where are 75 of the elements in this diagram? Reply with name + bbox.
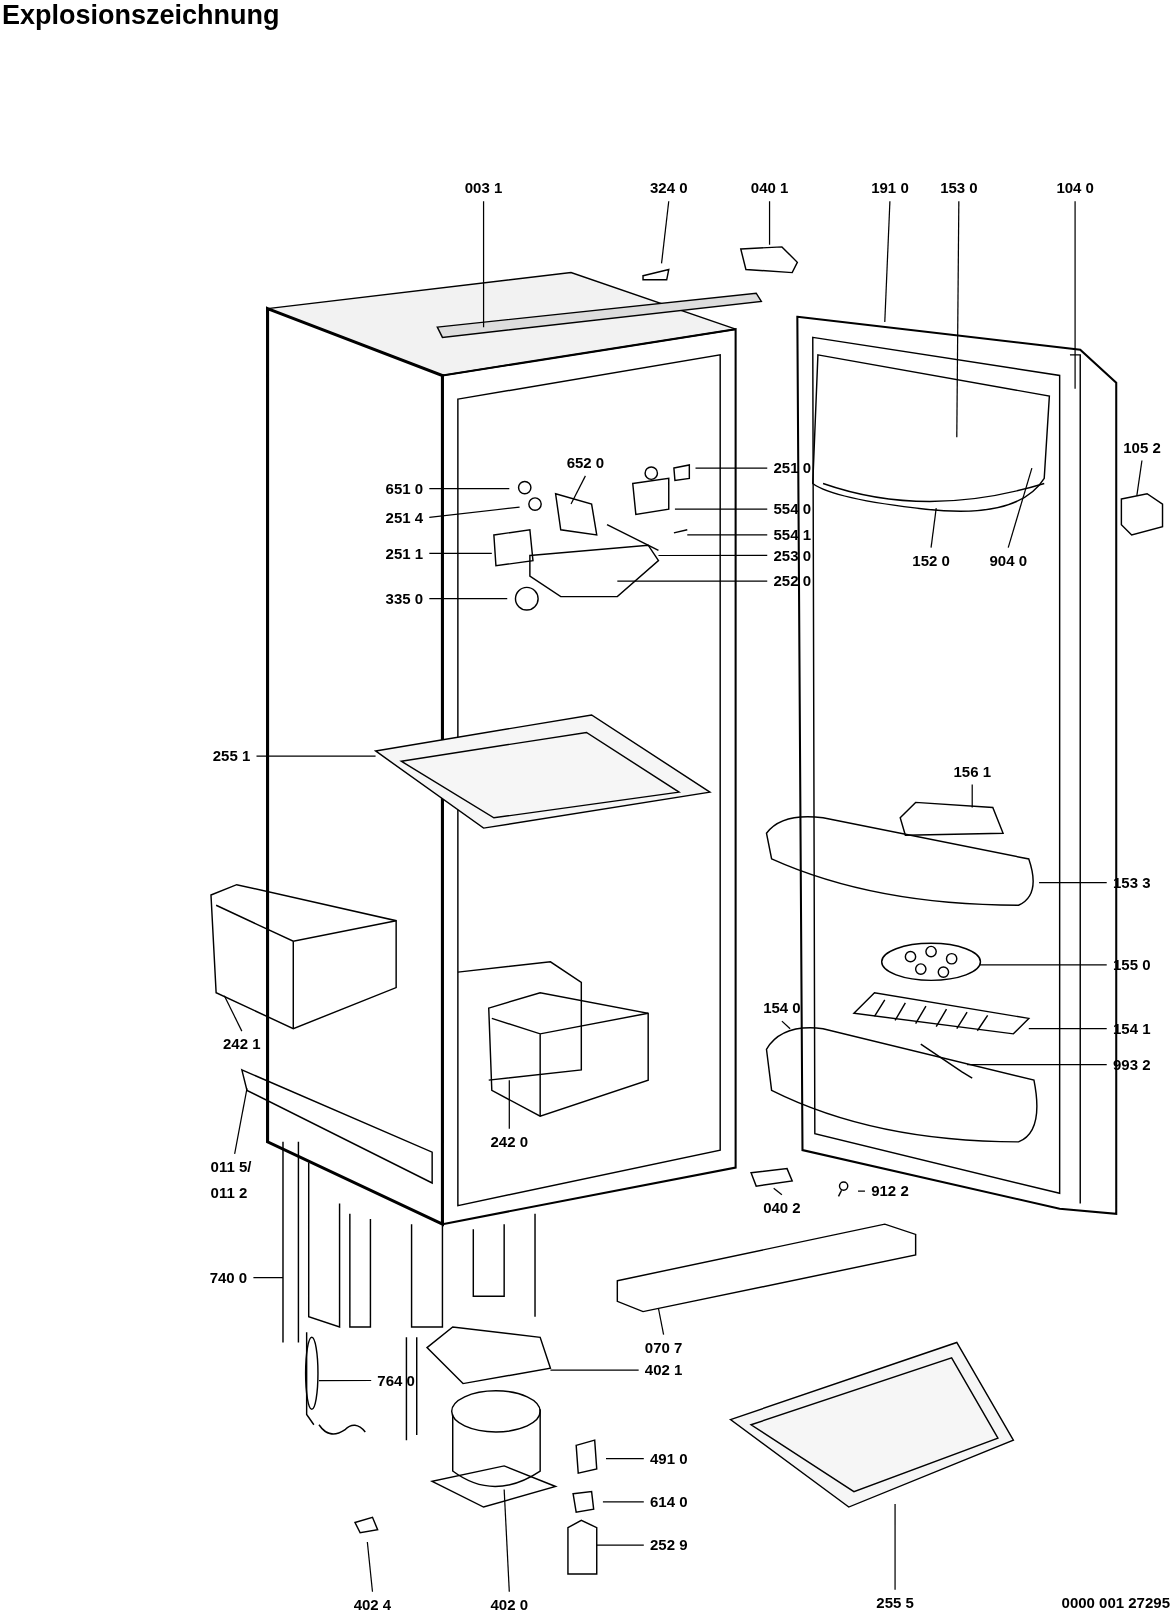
- callout-number: 242 0: [490, 1129, 529, 1156]
- leader-line: [428, 488, 510, 490]
- callout-number: 040 1: [750, 175, 789, 202]
- leader-line: [978, 964, 1108, 966]
- callout-number: 651 0: [385, 475, 424, 502]
- callout-number: 191 0: [871, 175, 909, 202]
- callout-number: 252 9: [650, 1532, 688, 1559]
- callout-number: 402 0: [490, 1592, 529, 1613]
- leader-line: [252, 1277, 284, 1279]
- drawing-title: Explosionszeichnung: [2, 0, 280, 31]
- callout-number: 904 0: [989, 547, 1028, 574]
- leader-line: [1028, 1028, 1108, 1030]
- leader-line: [894, 1503, 896, 1591]
- callout-number: 255 5: [876, 1589, 914, 1613]
- leader-line: [857, 1190, 866, 1192]
- callout-number: 011 5/ 011 2: [210, 1154, 259, 1207]
- leader-line: [971, 783, 973, 809]
- callout-number: 912 2: [871, 1178, 909, 1205]
- leader-line: [428, 506, 521, 519]
- leader-line: [428, 552, 493, 555]
- leader-line: [773, 1187, 783, 1196]
- callout-number: 255 1: [212, 743, 251, 770]
- leader-line: [1007, 467, 1033, 549]
- callout-number: 105 2: [1123, 434, 1161, 461]
- leader-line: [616, 580, 768, 582]
- callout-number: 554 0: [773, 496, 811, 523]
- leader-line: [234, 1087, 248, 1155]
- callout-number: 251 4: [385, 504, 424, 531]
- leader-line: [768, 200, 771, 246]
- callout-number: 003 1: [464, 175, 503, 202]
- callout-number: 251 1: [385, 540, 424, 567]
- leader-line: [657, 554, 768, 557]
- leader-line: [1038, 882, 1108, 884]
- callout-number: 154 0: [763, 995, 801, 1022]
- drawing-number: 0000 001 27295: [1061, 1592, 1170, 1613]
- leader-line: [674, 508, 768, 510]
- leader-line: [602, 1501, 645, 1503]
- leader-line: [694, 467, 768, 469]
- leader-line: [549, 1369, 640, 1371]
- leader-line: [366, 1541, 374, 1593]
- leader-line: [318, 1379, 372, 1382]
- leader-line: [508, 1079, 510, 1130]
- leader-line: [657, 1307, 665, 1336]
- callout-number: 764 0: [377, 1367, 415, 1394]
- leader-line: [223, 995, 243, 1032]
- callout-number: 152 0: [912, 547, 950, 574]
- callout-number: 040 2: [763, 1194, 801, 1221]
- leader-line: [1074, 200, 1076, 390]
- leader-line: [660, 200, 670, 264]
- leader-line: [596, 1544, 645, 1546]
- leader-line: [503, 1488, 510, 1593]
- leader-line: [1136, 459, 1143, 497]
- leader-line: [884, 200, 891, 323]
- callout-number: 156 1: [953, 758, 992, 785]
- leader-line: [956, 200, 960, 438]
- callout-number: 104 0: [1056, 175, 1094, 202]
- callout-number: 614 0: [650, 1489, 688, 1516]
- callout-number: 153 0: [940, 175, 978, 202]
- callout-number: 652 0: [566, 450, 605, 476]
- leader-line: [686, 534, 768, 536]
- callout-number: 252 0: [773, 568, 811, 595]
- leader-line: [781, 1020, 791, 1030]
- callout-number: 242 1: [223, 1031, 261, 1058]
- leader-line: [570, 475, 587, 505]
- leader-line: [482, 200, 485, 328]
- callout-number: 740 0: [209, 1264, 248, 1291]
- leader-line: [605, 1458, 645, 1460]
- leader-line: [428, 598, 508, 600]
- callout-number: 402 4: [353, 1592, 392, 1613]
- callout-number: 491 0: [650, 1445, 688, 1472]
- leader-line: [255, 755, 377, 757]
- leader-line: [930, 507, 937, 549]
- callout-number: 324 0: [650, 175, 688, 202]
- callout-number: 335 0: [385, 585, 424, 612]
- leader-line: [966, 1064, 1108, 1066]
